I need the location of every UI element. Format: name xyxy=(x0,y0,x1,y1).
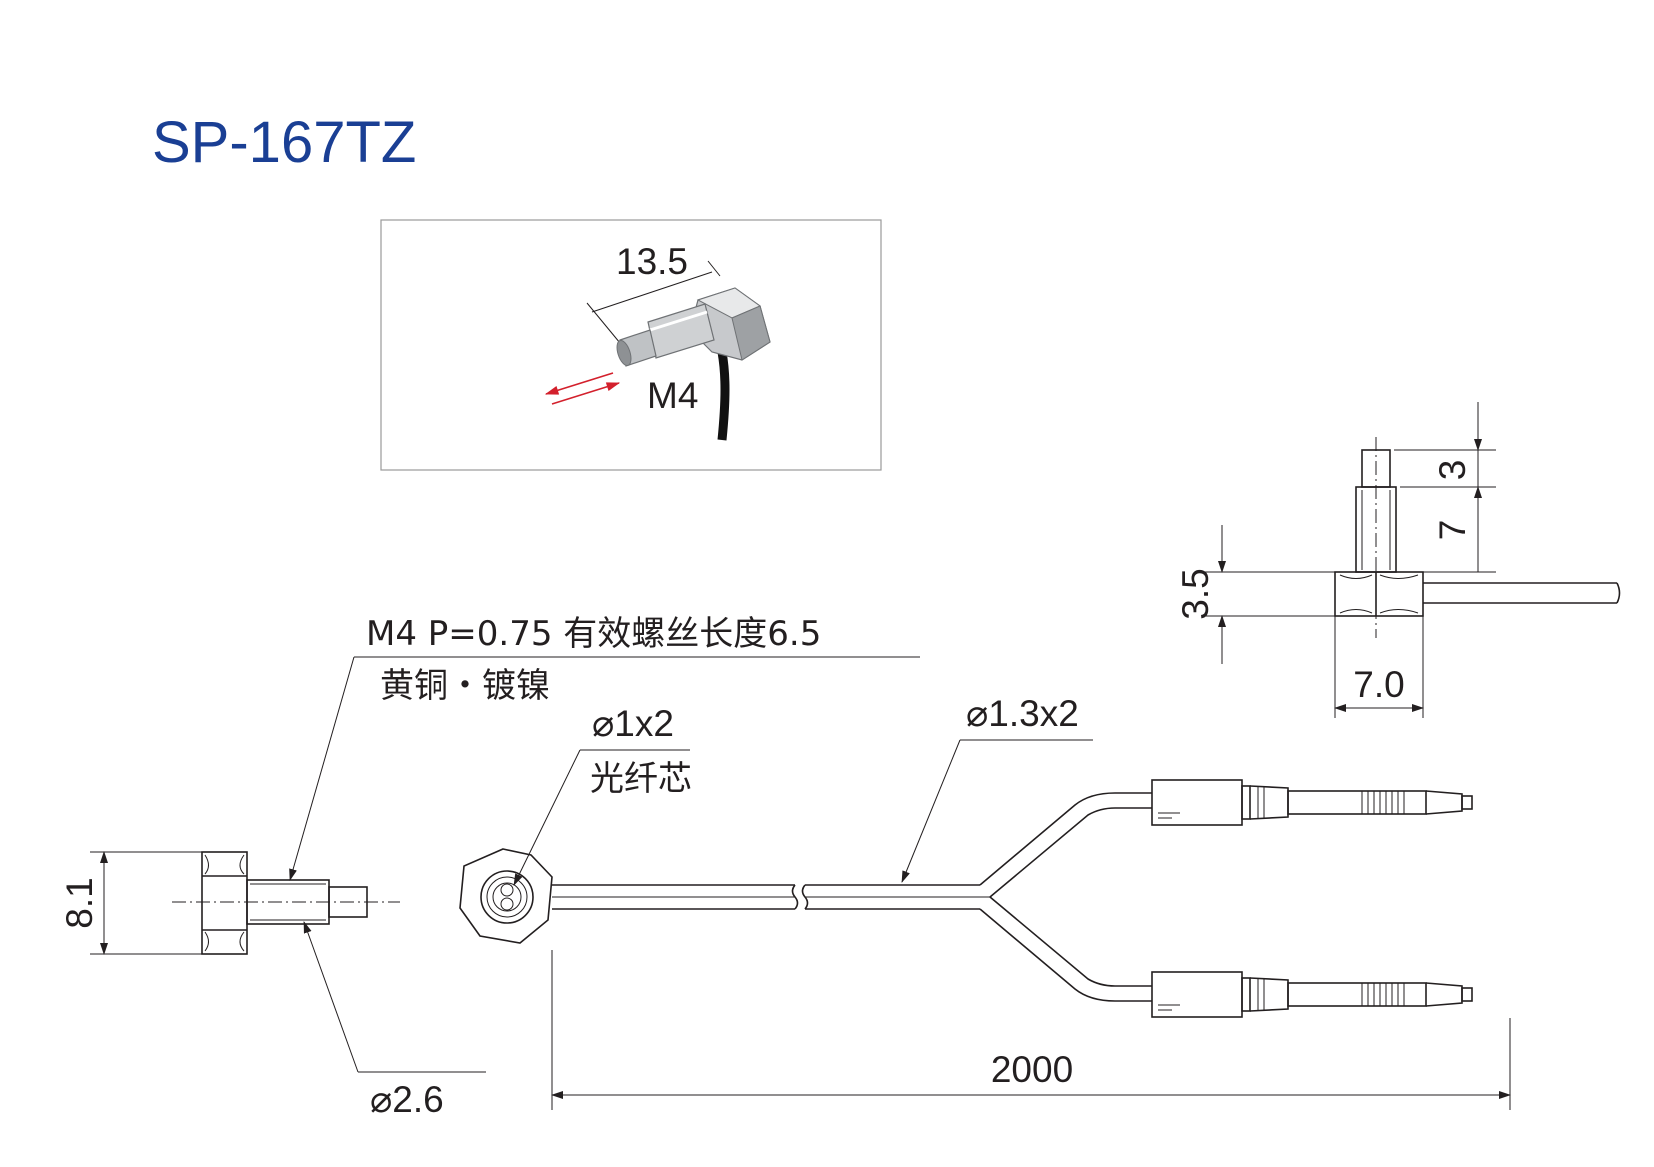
dim-hex-width: 7.0 xyxy=(1353,664,1404,705)
branch-upper-outer xyxy=(979,792,1152,886)
side-view: 3 7 3.5 7.0 xyxy=(1175,402,1621,718)
cable-view: ⌀1x2 光纤芯 ⌀1.3x2 xyxy=(459,693,1511,1110)
photo-emit-arrow xyxy=(544,372,614,395)
photo-thread-label: M4 xyxy=(647,375,698,416)
photo-dim-line xyxy=(591,271,713,313)
tip-dia-leader xyxy=(303,921,359,1073)
photo-thread-body xyxy=(616,303,715,367)
front-view: M4 P=0.75 有效螺丝长度6.5 黄铜・镀镍 8.1 ⌀2.6 xyxy=(59,614,920,1120)
model-title: SP-167TZ xyxy=(152,110,416,175)
dim-height: 8.1 xyxy=(59,877,100,928)
photo-length-dim: 13.5 xyxy=(616,241,688,282)
dim-tip: 3 xyxy=(1432,460,1473,481)
fiber-core-top xyxy=(500,883,514,897)
photo-cable xyxy=(717,351,730,441)
photo-hex-nut xyxy=(689,287,771,361)
jacket-leader xyxy=(901,739,961,883)
branch-upper-inner xyxy=(989,807,1152,898)
branch-lower-inner xyxy=(989,896,1152,987)
fiber-core-bottom xyxy=(500,897,514,911)
thread-leader xyxy=(289,656,355,881)
length-dim: 2000 xyxy=(991,1049,1073,1090)
connector-lower xyxy=(1151,971,1473,1018)
core-dia: ⌀1x2 xyxy=(592,703,674,744)
cable-head-hex xyxy=(459,848,553,944)
product-photo-panel: 13.5 M4 xyxy=(380,219,882,471)
core-label: 光纤芯 xyxy=(590,759,692,799)
connector-upper xyxy=(1151,779,1473,826)
branch-lower-outer xyxy=(979,908,1152,1002)
cable-break-left xyxy=(791,884,799,910)
dim-body: 7 xyxy=(1432,520,1473,541)
side-hex-nut xyxy=(1334,571,1424,617)
jacket-dia: ⌀1.3x2 xyxy=(966,693,1079,734)
front-tip xyxy=(328,886,368,918)
dim-hex-height: 3.5 xyxy=(1175,568,1216,619)
photo-receive-arrow xyxy=(551,382,621,405)
core-leader xyxy=(513,749,581,886)
thread-note: M4 P=0.75 有效螺丝长度6.5 xyxy=(366,614,821,654)
material-note: 黄铜・镀镍 xyxy=(380,666,550,706)
tip-dia-dim: ⌀2.6 xyxy=(370,1079,444,1120)
